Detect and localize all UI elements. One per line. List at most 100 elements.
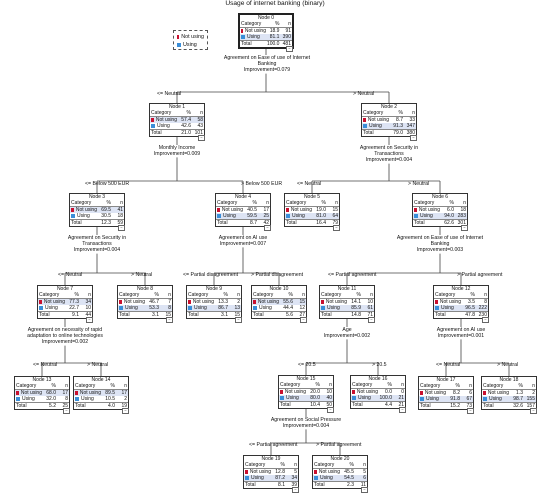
node-title: Node 9	[205, 286, 223, 292]
category-swatch-not-using	[119, 300, 122, 304]
total-percent: 16.4	[316, 220, 326, 226]
split-line: Transactions	[374, 151, 404, 158]
category-cell: Using	[413, 213, 440, 219]
total-count: 27	[299, 312, 305, 318]
percent-value: 30.5	[101, 213, 111, 219]
total-count: 25	[62, 403, 68, 409]
count-value: 17	[121, 390, 127, 396]
collapse-toggle-icon: −	[461, 225, 468, 231]
count-header: n	[302, 292, 305, 298]
percent-value: 77.3	[69, 299, 79, 305]
category-header: Category	[314, 462, 335, 468]
category-swatch-not-using	[245, 470, 248, 474]
category-header: Category	[119, 292, 140, 298]
category-header: Category	[414, 200, 435, 206]
category-cell: Using	[150, 123, 177, 129]
percent-header: %	[349, 462, 354, 468]
total-count: 21	[398, 402, 404, 408]
category-label: Not using	[284, 389, 306, 395]
node-title: Node 12	[451, 286, 471, 292]
category-swatch-not-using	[71, 208, 74, 212]
total-label: Total	[435, 312, 446, 318]
total-label: Total	[314, 482, 325, 488]
branch-label-b2l: <= Neutral	[297, 181, 322, 187]
node-title: Node 8	[136, 286, 154, 292]
category-swatch-using	[420, 397, 424, 401]
collapse-toggle-icon: −	[467, 408, 474, 414]
count-value: 390	[282, 34, 291, 40]
branch-label-b11r: > 20.5	[372, 362, 387, 368]
total-count: 79	[332, 220, 338, 226]
category-header: Category	[16, 383, 37, 389]
category-cell: Not using	[362, 117, 389, 123]
total-percent: 15.2	[450, 403, 460, 409]
node-header-row: Category%n	[74, 383, 128, 390]
split-line: Improvement=0.002	[41, 339, 89, 346]
count-value: 283	[457, 213, 466, 219]
percent-value: 87.2	[275, 475, 285, 481]
count-value: 15	[299, 299, 305, 305]
category-header: Category	[188, 292, 209, 298]
total-label: Total	[217, 220, 228, 226]
count-value: 155	[526, 396, 535, 402]
category-swatch-using	[286, 214, 290, 218]
legend-swatch-not-using	[177, 35, 180, 39]
category-cell: Using	[216, 213, 243, 219]
percent-value: 55.6	[283, 299, 293, 305]
node-title: Node 2	[380, 104, 398, 110]
count-value: 17	[62, 390, 68, 396]
total-percent: 5.6	[286, 312, 293, 318]
branch-label-b7l: <= Neutral	[33, 362, 58, 368]
category-label: Not using	[155, 117, 177, 123]
category-label: Not using	[318, 469, 340, 475]
percent-value: 85.9	[351, 305, 361, 311]
total-label: Total	[363, 130, 374, 136]
total-count: 101	[194, 130, 203, 136]
category-swatch-not-using	[241, 29, 243, 33]
count-value: 10	[326, 389, 332, 395]
count-header: n	[294, 462, 297, 468]
total-label: Total	[39, 312, 50, 318]
total-label: Total	[280, 402, 291, 408]
count-value: 17	[263, 207, 269, 213]
category-header: Category	[286, 200, 307, 206]
category-swatch-using	[217, 214, 221, 218]
total-count: 301	[457, 220, 466, 226]
percent-value: 45.5	[344, 469, 354, 475]
category-label: Using	[77, 213, 90, 219]
category-swatch-using	[119, 306, 123, 310]
count-header: n	[329, 382, 332, 388]
percent-value: 80.0	[310, 395, 320, 401]
node-title: Node 1	[168, 104, 186, 110]
category-header: Category	[420, 383, 441, 389]
category-label: Not using	[367, 117, 389, 123]
percent-value: 8.7	[396, 117, 403, 123]
category-label: Using	[259, 305, 272, 311]
category-cell: Not using	[351, 389, 378, 395]
total-percent: 8.7	[250, 220, 257, 226]
category-label: Using	[194, 305, 207, 311]
legend-item-not-using: Not using	[177, 33, 204, 41]
node-title: Node 11	[337, 286, 357, 292]
branch-label-b0l: <= Neutral	[157, 91, 182, 97]
count-value: 6	[363, 475, 366, 481]
count-header: n	[120, 200, 123, 206]
percent-header: %	[51, 383, 56, 389]
category-label: Using	[292, 213, 305, 219]
split-line: Improvement=0.009	[153, 151, 201, 158]
branch-label-b6l: <= Partial agreement	[328, 272, 377, 278]
count-value: 5	[363, 469, 366, 475]
